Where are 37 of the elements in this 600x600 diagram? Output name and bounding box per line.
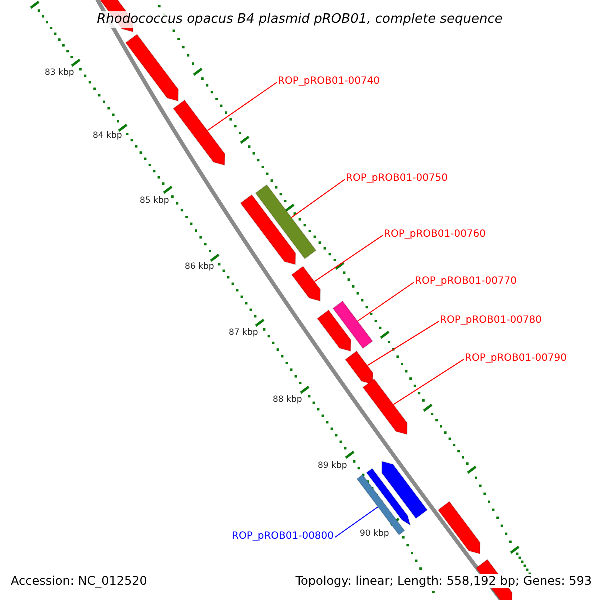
gene-label: ROP_pROB01-00770 — [415, 276, 518, 287]
leader-line — [207, 82, 278, 132]
tick-label: 88 kbp — [273, 395, 302, 405]
tick-label: 86 kbp — [185, 262, 214, 272]
accession-text: Accession: NC_012520 — [9, 574, 150, 588]
gene-segment — [332, 300, 374, 350]
genome-summary-text: Topology: linear; Length: 558,192 bp; Genes: 593 — [294, 574, 594, 588]
gene-label: ROP_pROB01-00750 — [346, 173, 448, 184]
gene-feature — [438, 501, 481, 555]
leader-line — [393, 359, 464, 406]
tick-label: 87 kbp — [229, 328, 258, 338]
gene-label: ROP_pROB01-00740 — [278, 76, 380, 87]
gene-label: ROP_pROB01-00760 — [384, 229, 486, 240]
leader-line — [314, 235, 384, 282]
gene-feature — [366, 468, 412, 526]
gene-feature — [291, 266, 322, 302]
tick-label: 90 kbp — [360, 529, 390, 539]
gene-feature — [344, 350, 374, 386]
tick-label: 85 kbp — [140, 196, 170, 206]
gene-feature — [240, 194, 296, 266]
gene-feature — [172, 100, 226, 166]
leader-line — [291, 179, 346, 218]
gene-label: ROP_pROB01-00790 — [465, 353, 568, 364]
leader-line — [357, 282, 414, 322]
gene-label: ROP_pROB01-00800 — [232, 531, 334, 542]
gene-feature — [316, 310, 352, 352]
gene-segment — [255, 184, 317, 260]
leader-line — [334, 506, 379, 538]
tick-label: 83 kbp — [45, 68, 74, 78]
gene-feature — [382, 460, 428, 520]
gene-feature — [125, 34, 180, 102]
tick-label: 84 kbp — [93, 131, 122, 141]
tick-label: 89 kbp — [318, 461, 348, 471]
leader-line — [367, 321, 440, 366]
gene-label: ROP_pROB01-00780 — [440, 315, 542, 326]
gene-segment — [356, 474, 406, 536]
gene-feature — [362, 378, 408, 436]
